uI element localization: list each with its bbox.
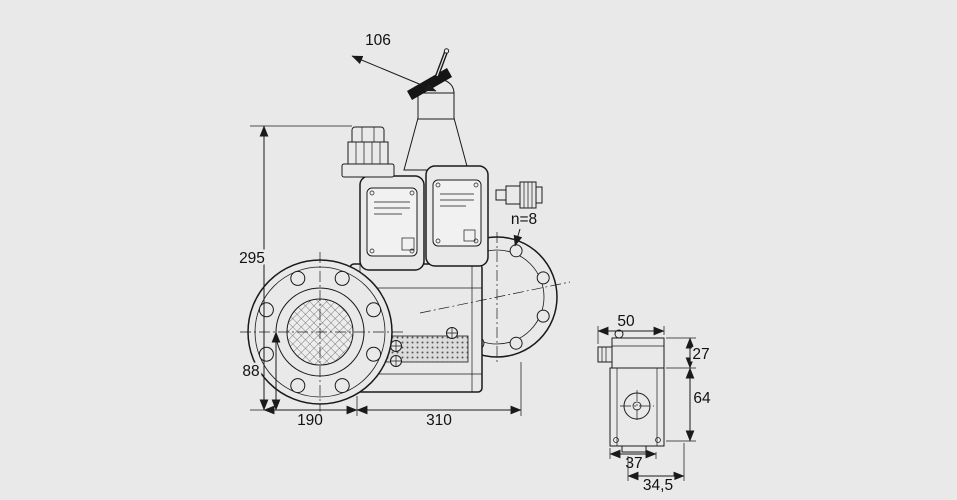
bolt-count-label: n=8 xyxy=(511,211,537,228)
dim-label-64: 64 xyxy=(693,390,711,407)
right-actuator xyxy=(425,165,489,267)
bolt-hole xyxy=(258,346,274,362)
dim-label-34-5: 34,5 xyxy=(643,477,673,494)
dim-label-37: 37 xyxy=(625,455,642,472)
screw xyxy=(446,327,458,339)
bolt-hole xyxy=(290,378,306,394)
bolt-hole xyxy=(536,271,550,285)
din-connector xyxy=(597,346,613,363)
dim-label-190: 190 xyxy=(297,412,323,429)
bolt-hole xyxy=(509,336,523,350)
screw xyxy=(390,355,402,367)
dim-label-27: 27 xyxy=(692,346,709,363)
side-view: 50 27 64 37 34,5 xyxy=(597,311,713,497)
bolt-hole xyxy=(258,302,274,318)
bolt-hole xyxy=(509,244,523,258)
dimensions-main: 106 295 88 190 310 n=8 xyxy=(237,30,540,432)
side-body xyxy=(609,367,665,453)
bolt-hole xyxy=(334,378,350,394)
cap xyxy=(341,126,395,178)
dim-label-106: 106 xyxy=(365,32,391,49)
main-view: 106 295 88 190 310 n=8 xyxy=(237,30,571,432)
bolt-hole xyxy=(334,270,350,286)
dim-label-88: 88 xyxy=(242,363,259,380)
screw xyxy=(390,340,402,352)
bolt-hole xyxy=(536,309,550,323)
centerlines xyxy=(240,232,571,412)
side-coil xyxy=(597,329,665,369)
dim-label-310: 310 xyxy=(426,412,452,429)
bolt-hole xyxy=(290,270,306,286)
bolt-hole xyxy=(366,302,382,318)
left-actuator xyxy=(359,175,425,271)
dimensions-side: 50 27 64 37 34,5 xyxy=(597,311,713,497)
dim-label-50: 50 xyxy=(617,313,635,330)
dim-label-295: 295 xyxy=(239,250,265,267)
label-plate xyxy=(432,179,482,247)
bolt-hole xyxy=(366,346,382,362)
test-nipple xyxy=(495,181,543,209)
label-plate xyxy=(366,187,418,257)
dome-actuator-top xyxy=(403,48,469,171)
